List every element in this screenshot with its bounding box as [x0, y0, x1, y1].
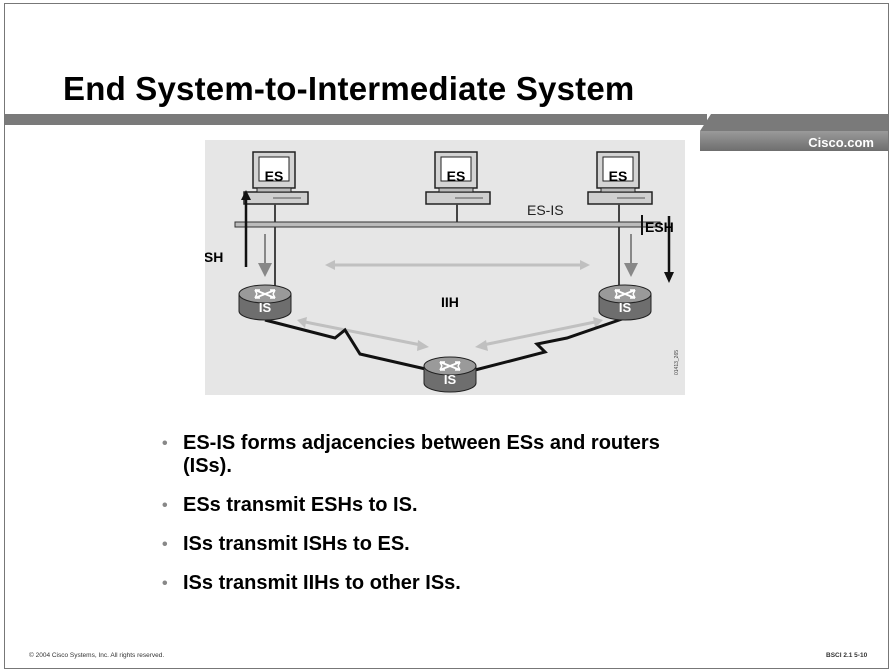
bullet-list: •ES-IS forms adjacencies between ESs and… — [160, 432, 703, 611]
bullet-item: •ISs transmit ISHs to ES. — [162, 533, 410, 555]
slide-title: End System-to-Intermediate System — [63, 70, 635, 107]
iih-label: IIH — [441, 294, 459, 310]
brand-label: Cisco.com — [700, 131, 888, 151]
network-diagram: ES ES ES ES-IS ESH ISH IIH IS IS IS 0141… — [200, 140, 685, 395]
esh-label: ESH — [645, 219, 674, 235]
slide-frame — [4, 3, 889, 669]
is-label-right: IS — [619, 300, 632, 315]
es-label-center: ES — [447, 168, 466, 184]
es-label-right: ES — [609, 168, 628, 184]
bullet-item: •ES-IS forms adjacencies between ESs and… — [162, 432, 660, 477]
figure-id: 01413_265 — [674, 350, 680, 375]
copyright-text: © 2004 Cisco Systems, Inc. All rights re… — [29, 652, 165, 659]
is-label-left: IS — [259, 300, 272, 315]
esis-label: ES-IS — [527, 202, 564, 218]
bullet-item: •ESs transmit ESHs to IS. — [162, 494, 418, 516]
ish-label: ISH — [205, 249, 223, 265]
bullet-item: •ISs transmit IIHs to other ISs. — [162, 572, 461, 594]
diagram-svg: ES ES ES ES-IS ESH ISH IIH IS IS IS 0141… — [200, 151, 680, 393]
es-label-left: ES — [265, 168, 284, 184]
header-bar — [5, 114, 707, 125]
is-label-bottom: IS — [444, 372, 457, 387]
header-bar-slant — [700, 114, 888, 131]
slide-reference: BSCI 2.1 5-10 — [826, 652, 868, 659]
